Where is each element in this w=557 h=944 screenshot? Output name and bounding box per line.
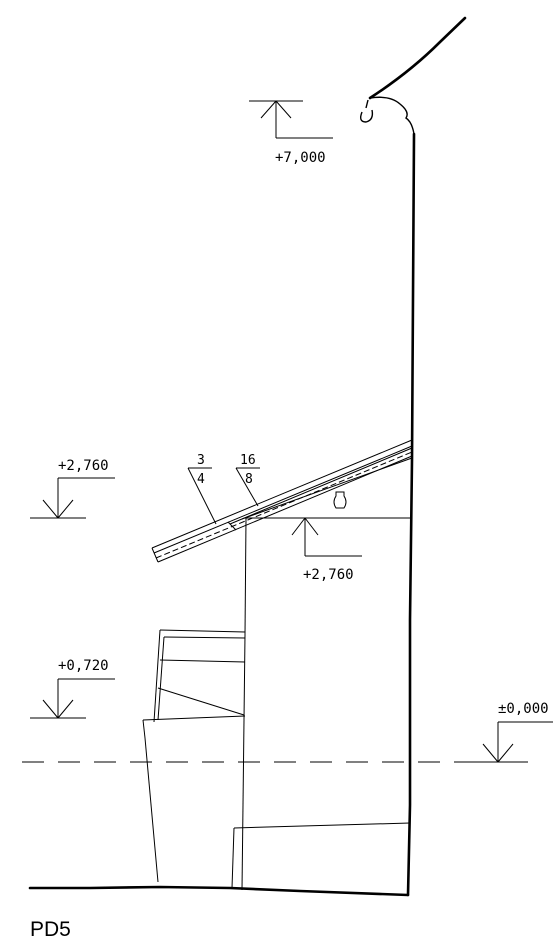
- ground-line: [28, 885, 410, 897]
- roof-callout-b: 16 8: [235, 453, 260, 507]
- level-label-eave-left: +2,760: [58, 458, 109, 474]
- level-label-eave-right: +2,760: [303, 567, 354, 583]
- upper-roof: [359, 16, 467, 135]
- annex-structure: [231, 491, 412, 891]
- level-label-top: +7,000: [275, 150, 326, 166]
- level-mark-top: +7,000: [249, 100, 333, 166]
- level-label-mid: +0,720: [58, 658, 109, 674]
- roof-callout-a: 3 4: [187, 453, 217, 525]
- fraction-b-numerator: 16: [240, 453, 256, 468]
- facade-wall: [406, 132, 416, 897]
- fraction-a-numerator: 3: [197, 453, 205, 468]
- level-mark-eave-right: +2,760: [287, 517, 362, 583]
- drawing-title: PD5: [30, 918, 71, 941]
- fraction-b-denominator: 8: [245, 472, 253, 487]
- level-mark-ground: ±0,000: [470, 701, 553, 763]
- railing-structure: [142, 629, 246, 883]
- fraction-a-denominator: 4: [197, 472, 205, 487]
- level-label-ground: ±0,000: [498, 701, 549, 717]
- lower-roof: [151, 439, 413, 563]
- level-mark-eave-left: +2,760: [30, 458, 115, 519]
- level-mark-mid: +0,720: [30, 658, 115, 719]
